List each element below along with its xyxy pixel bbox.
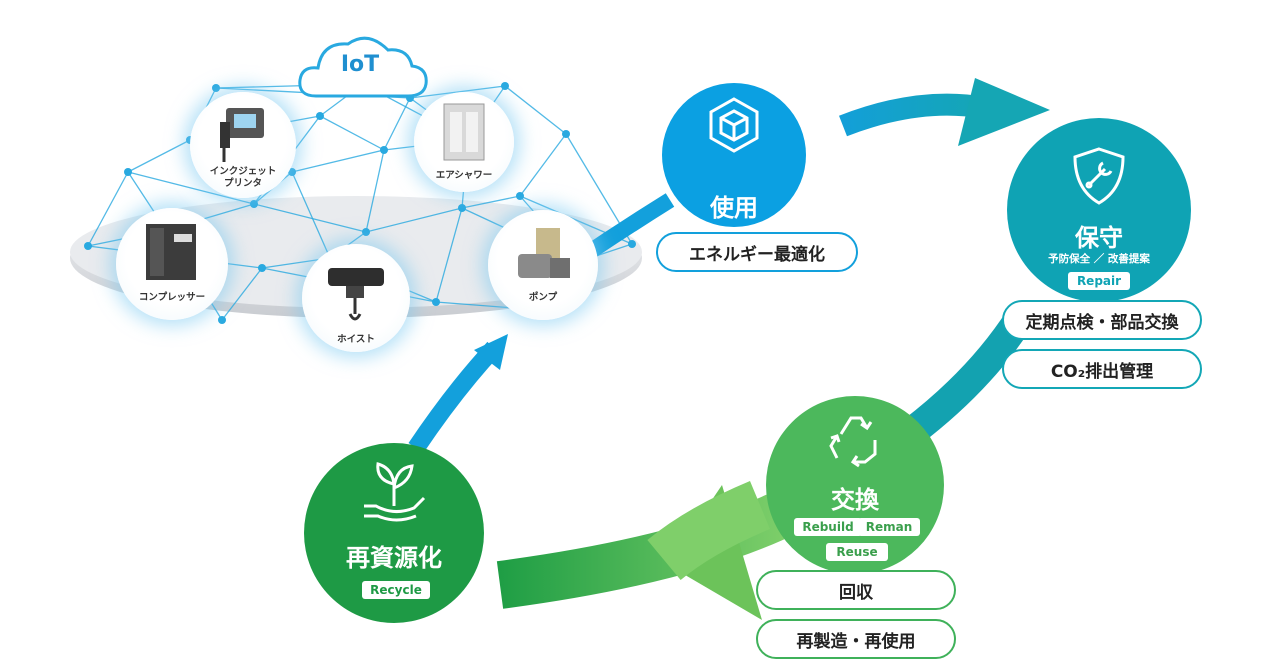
- arrow-head-maintain: [958, 78, 1050, 146]
- compressor-icon: [146, 224, 196, 280]
- network-node: [250, 200, 258, 208]
- device-label-line: ホイスト: [337, 334, 375, 345]
- network-link: [365, 149, 385, 233]
- network-node: [380, 146, 388, 154]
- network-link: [253, 203, 367, 233]
- arrow-use-to-maintain: [839, 93, 987, 137]
- device-label-pump: ポンプ: [488, 292, 598, 304]
- remanufacture-reuse-pill[interactable]: 再製造・再使用: [756, 619, 956, 659]
- use-title: 使用: [710, 194, 758, 222]
- device-inkjet-printer[interactable]: インクジェット プリンタ: [190, 92, 296, 198]
- network-node: [84, 242, 92, 250]
- maintain-circle: [1007, 118, 1191, 302]
- use-circle: [662, 83, 806, 227]
- hoist-icon: [328, 268, 384, 321]
- exchange-title: 交換: [831, 486, 879, 514]
- network-link: [291, 149, 385, 173]
- network-node: [124, 168, 132, 176]
- network-link: [221, 267, 263, 321]
- network-node: [212, 84, 220, 92]
- network-link: [435, 207, 463, 303]
- network-node: [628, 240, 636, 248]
- reman-tag: Reman: [858, 518, 920, 536]
- device-label-line: エアシャワー: [435, 170, 493, 181]
- collection-pill[interactable]: 回収: [756, 570, 956, 610]
- recycle-circle: [304, 443, 484, 623]
- network-node: [458, 204, 466, 212]
- network-node: [316, 112, 324, 120]
- network-link: [365, 207, 463, 233]
- maintain-title: 保守: [1075, 224, 1123, 252]
- network-link: [519, 133, 567, 197]
- arrow-recycle-to-use: [408, 341, 501, 454]
- device-air-shower[interactable]: エアシャワー: [414, 92, 514, 192]
- rebuild-tag: Rebuild: [794, 518, 862, 536]
- device-label-hoist: ホイスト: [302, 334, 410, 346]
- pump-icon: [518, 228, 570, 278]
- network-node: [288, 168, 296, 176]
- device-label-line: ポンプ: [528, 292, 558, 303]
- network-link: [383, 97, 411, 151]
- network-node: [432, 298, 440, 306]
- device-label-line: コンプレッサー: [138, 292, 206, 303]
- cloud-icon: [298, 36, 428, 98]
- network-link: [127, 139, 191, 173]
- device-label-line: プリンタ: [223, 178, 262, 189]
- device-label-inkjet: インクジェット プリンタ: [190, 166, 296, 190]
- device-compressor[interactable]: コンプレッサー: [116, 208, 228, 320]
- iot-label: IoT: [340, 52, 380, 77]
- maintain-subtitle: 予防保全 ／ 改善提案: [1048, 253, 1150, 265]
- network-node: [258, 264, 266, 272]
- repair-tag: Repair: [1068, 272, 1130, 290]
- network-link: [87, 171, 129, 247]
- device-hoist[interactable]: ホイスト: [302, 244, 410, 352]
- device-pump[interactable]: ポンプ: [488, 210, 598, 320]
- cube-icon: [709, 97, 759, 153]
- network-link: [504, 85, 567, 135]
- device-label-compressor: コンプレッサー: [116, 292, 228, 304]
- recycle-icon: [829, 416, 877, 468]
- co2-management-pill[interactable]: CO₂排出管理: [1002, 349, 1202, 389]
- recycle-title: 再資源化: [346, 544, 442, 572]
- network-node: [562, 130, 570, 138]
- network-link: [127, 171, 255, 205]
- network-node: [218, 316, 226, 324]
- shield-wrench-icon: [1073, 147, 1125, 205]
- device-label-line: インクジェット: [209, 166, 277, 177]
- reuse-tag: Reuse: [826, 543, 888, 561]
- network-link: [461, 195, 521, 209]
- plant-hand-icon: [364, 462, 426, 522]
- arrow-head-pump: [474, 334, 508, 370]
- inspection-parts-pill[interactable]: 定期点検・部品交換: [1002, 300, 1202, 340]
- energy-optimization-pill[interactable]: エネルギー最適化: [656, 232, 858, 272]
- inkjet-printer-icon: [220, 108, 264, 162]
- air-shower-icon: [443, 103, 485, 161]
- network-node: [501, 82, 509, 90]
- network-node: [362, 228, 370, 236]
- recycle-tag: Recycle: [362, 581, 430, 599]
- device-label-airshower: エアシャワー: [414, 170, 514, 182]
- network-link: [319, 115, 385, 151]
- network-node: [516, 192, 524, 200]
- network-link: [291, 171, 331, 259]
